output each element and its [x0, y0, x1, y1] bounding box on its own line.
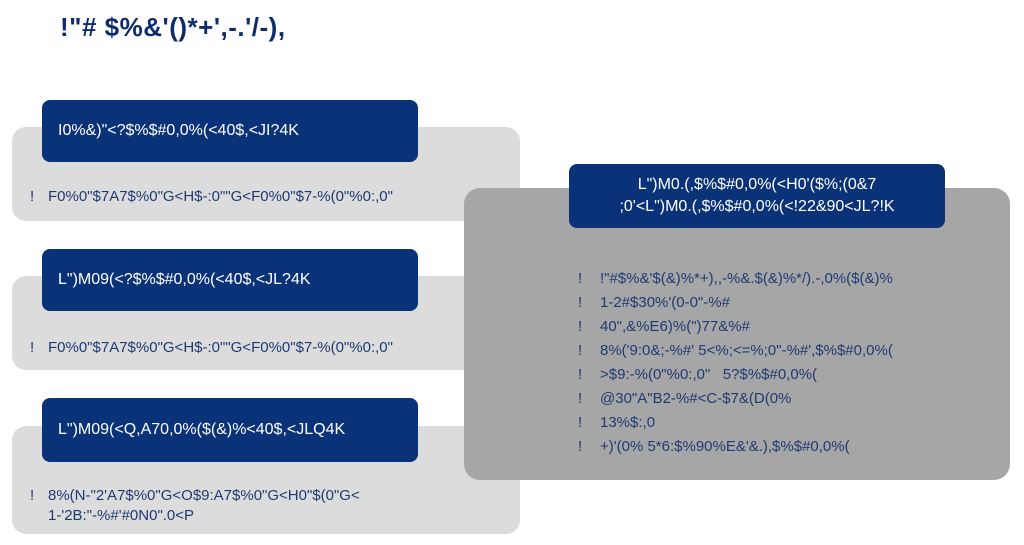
bullet-icon: !	[578, 414, 583, 431]
bullet-icon: !	[578, 342, 583, 359]
right-panel-heading-line-1: L")M0.(,$%$#0,0%(<H0'($%;(0&7	[637, 176, 877, 193]
bullet-icon: !	[578, 294, 583, 311]
list-item: ! +)'(0% 5*6:$%90%E&'&.),$%$#0,0%(	[578, 435, 998, 459]
list-item: ! 8%('9:0&;-%#' 5<%;<=%;0"-%#',$%$#0,0%(	[578, 339, 998, 363]
list-item: ! F0%0"$7A7$%0"G<H$-:0""G<F0%0"$7-%(0"%0…	[30, 187, 510, 207]
list-item: ! 13%$:,0	[578, 411, 998, 435]
right-list-item-text: 8%('9:0&;-%#' 5<%;<=%;0"-%#',$%$#0,0%(	[600, 342, 893, 359]
card-3-bullet-text: 8%(N-"2'A7$%0"G<O$9:A7$%0"G<H0"$(0"G< 1-…	[48, 486, 360, 526]
right-list-item-text: +)'(0% 5*6:$%90%E&'&.),$%$#0,0%(	[600, 438, 850, 455]
card-3-bullet-line-2: 1-'2B:"-%#'#0N0".0<P	[48, 507, 195, 524]
card-1-heading: I0%&)"<?$%$#0,0%(<40$,<JI?4K	[42, 100, 418, 162]
list-item: ! !"#$%&'$(&)%*+),,-%&.$(&)%*/).-,0%($(&)…	[578, 267, 998, 291]
bullet-icon: !	[578, 318, 583, 335]
bullet-icon: !	[30, 487, 35, 504]
bullet-icon: !	[578, 390, 583, 407]
bullet-icon: !	[578, 438, 583, 455]
right-panel-background	[464, 188, 1010, 480]
right-list-item-text: @30"A"B2-%#<C-$7&(D(0%	[600, 390, 792, 407]
page-title: !"# $%&'()*+',-.'/-),	[60, 12, 286, 42]
card-3-heading: L")M09(<Q,A70,0%($(&)%<40$,<JLQ4K	[42, 398, 418, 462]
list-item: ! F0%0"$7A7$%0"G<H$-:0""G<F0%0"$7-%(0"%0…	[30, 338, 510, 358]
right-list-item-text: 13%$:,0	[600, 414, 656, 431]
bullet-icon: !	[578, 366, 583, 383]
card-1-bullet-text: F0%0"$7A7$%0"G<H$-:0""G<F0%0"$7-%(0"%0:,…	[48, 188, 393, 205]
card-3-bullet-line-1: 8%(N-"2'A7$%0"G<O$9:A7$%0"G<H0"$(0"G<	[48, 487, 360, 504]
right-list-item-text: !"#$%&'$(&)%*+),,-%&.$(&)%*/).-,0%($(&)%	[600, 270, 893, 287]
card-2-heading: L")M09(<?$%$#0,0%(<40$,<JL?4K	[42, 249, 418, 311]
card-2-bullet-text: F0%0"$7A7$%0"G<H$-:0""G<F0%0"$7-%(0"%0:,…	[48, 339, 393, 356]
bullet-icon: !	[578, 270, 583, 287]
card-3-body: ! 8%(N-"2'A7$%0"G<O$9:A7$%0"G<H0"$(0"G< …	[30, 486, 510, 526]
right-list-item-text: >$9:-%(0"%0:,0" 5?$%$#0,0%(	[600, 366, 818, 383]
right-list-item-text: 40",&%E6)%(")77&%#	[600, 318, 750, 335]
list-item: ! 1-2#$30%'(0-0"-%#	[578, 291, 998, 315]
list-item: ! 8%(N-"2'A7$%0"G<O$9:A7$%0"G<H0"$(0"G< …	[30, 486, 510, 526]
card-2-body: ! F0%0"$7A7$%0"G<H$-:0""G<F0%0"$7-%(0"%0…	[30, 338, 510, 358]
list-item: ! >$9:-%(0"%0:,0" 5?$%$#0,0%(	[578, 363, 998, 387]
list-item: ! @30"A"B2-%#<C-$7&(D(0%	[578, 387, 998, 411]
bullet-icon: !	[30, 339, 35, 356]
right-list-item-text: 1-2#$30%'(0-0"-%#	[600, 294, 730, 311]
right-panel-heading-line-2: ;0'<L")M0.(,$%$#0,0%(<!22&90<JL?!K	[619, 198, 895, 215]
list-item: ! 40",&%E6)%(")77&%#	[578, 315, 998, 339]
bullet-icon: !	[30, 188, 35, 205]
card-1-body: ! F0%0"$7A7$%0"G<H$-:0""G<F0%0"$7-%(0"%0…	[30, 187, 510, 207]
right-panel-list: ! !"#$%&'$(&)%*+),,-%&.$(&)%*/).-,0%($(&)…	[578, 267, 998, 459]
right-panel-heading: L")M0.(,$%$#0,0%(<H0'($%;(0&7 ;0'<L")M0.…	[569, 164, 945, 228]
